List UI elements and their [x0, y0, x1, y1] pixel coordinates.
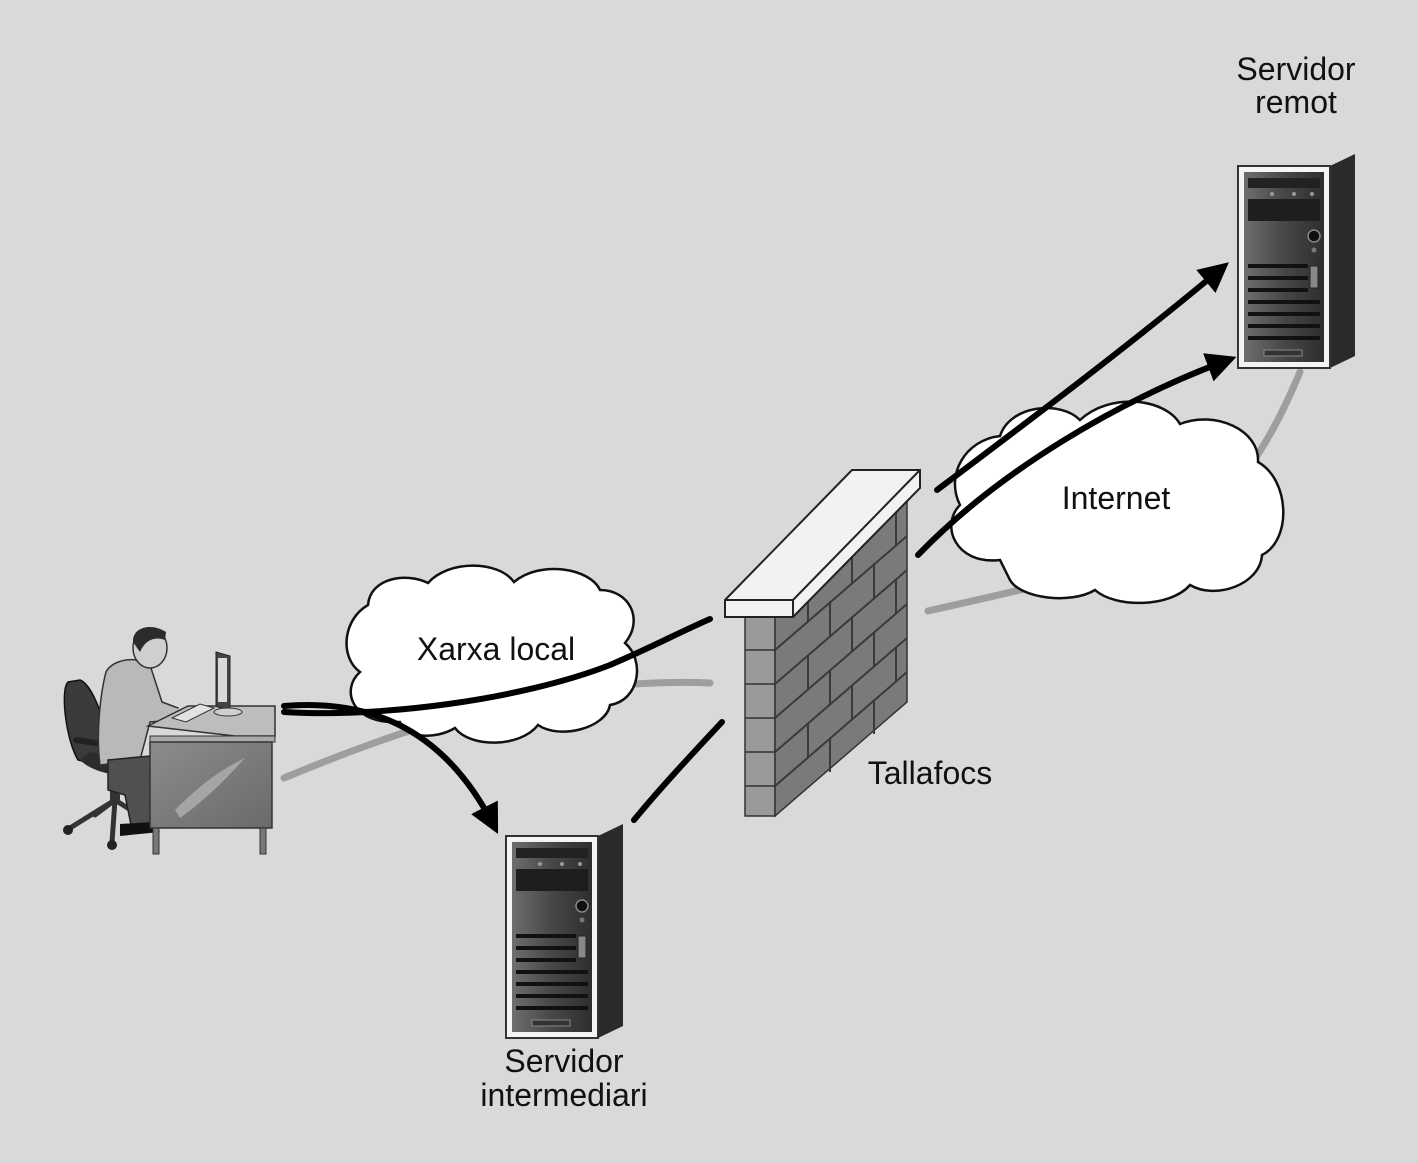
remote-server: Servidor remot [1236, 51, 1356, 369]
local-network-cloud: Xarxa local [345, 564, 639, 744]
arrow-to-remote-upper [934, 262, 1229, 493]
remote-server-label-line1: Servidor [1236, 51, 1356, 87]
arrow-user-to-intermediate [281, 702, 499, 835]
intermediate-server-label-line2: intermediari [480, 1077, 647, 1113]
internet-cloud: Internet [950, 400, 1285, 605]
cloud-icon [345, 564, 639, 744]
link-intermediate-to-firewall [631, 719, 725, 823]
intermediate-server: Servidor intermediari [480, 823, 648, 1113]
intermediate-server-label-line1: Servidor [504, 1043, 624, 1079]
remote-server-label-line2: remot [1255, 84, 1337, 120]
user-at-desk-icon [63, 627, 276, 855]
firewall-label: Tallafocs [868, 755, 993, 791]
cloud-icon [950, 400, 1285, 605]
server-tower-icon [1237, 153, 1356, 369]
server-tower-icon [505, 823, 624, 1039]
arrows [281, 262, 1237, 835]
internet-label: Internet [1062, 480, 1171, 516]
local-network-label: Xarxa local [417, 631, 575, 667]
firewall: Tallafocs [724, 469, 993, 818]
arrow-to-remote-lower [915, 353, 1237, 558]
brick-wall-icon [724, 469, 921, 818]
